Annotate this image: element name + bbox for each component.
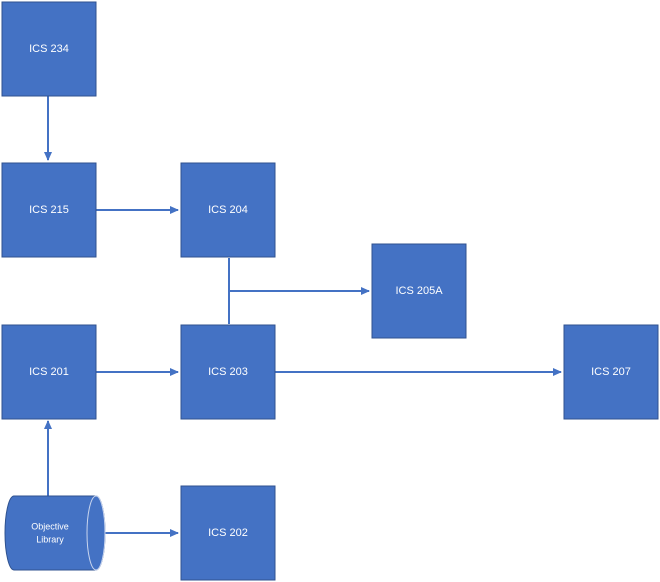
node-ics-203-label: ICS 203 <box>208 366 248 378</box>
node-ics-204-label: ICS 204 <box>208 204 248 216</box>
node-ics-207[interactable]: ICS 207 <box>563 324 659 420</box>
node-ics-234-label: ICS 234 <box>29 43 69 55</box>
objective-library-label-line1: Objective <box>31 521 69 531</box>
node-ics-234[interactable]: ICS 234 <box>1 1 97 97</box>
node-ics-205a-label: ICS 205A <box>395 285 443 297</box>
node-ics-201[interactable]: ICS 201 <box>1 324 97 420</box>
node-ics-215-label: ICS 215 <box>29 204 69 216</box>
node-ics-215[interactable]: ICS 215 <box>1 162 97 258</box>
objective-library-cap <box>86 495 106 571</box>
objective-library-label-line2: Library <box>36 534 64 544</box>
node-ics-201-label: ICS 201 <box>29 366 69 378</box>
node-ics-202-label: ICS 202 <box>208 527 248 539</box>
node-ics-204[interactable]: ICS 204 <box>180 162 276 258</box>
node-ics-202[interactable]: ICS 202 <box>180 485 276 581</box>
node-ics-205a[interactable]: ICS 205A <box>371 243 467 339</box>
node-ics-207-label: ICS 207 <box>591 366 631 378</box>
node-objective-library[interactable]: Objective Library <box>4 495 106 571</box>
node-ics-203[interactable]: ICS 203 <box>180 324 276 420</box>
